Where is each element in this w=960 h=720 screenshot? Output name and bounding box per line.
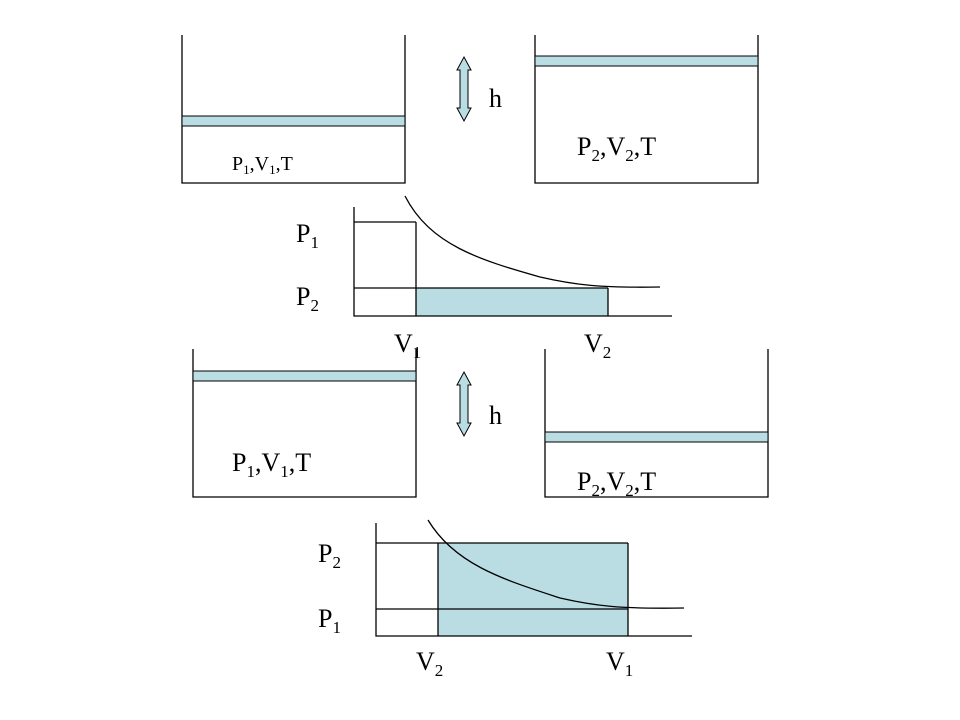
piston xyxy=(181,115,406,127)
v-left-label: V1 xyxy=(394,329,421,362)
bottom-pv-graph: P2 P1 V2 V1 xyxy=(318,519,692,680)
bottom-height-arrow: h xyxy=(456,370,502,438)
p-upper-label: P2 xyxy=(318,539,341,572)
v-right-label: V2 xyxy=(584,329,611,362)
axes xyxy=(375,523,692,637)
state-label-p2v2t: P2,V2,T xyxy=(577,132,656,165)
bottom-left-cylinder: P1,V1,T xyxy=(192,349,417,498)
piston xyxy=(544,431,769,443)
top-right-cylinder: P2,V2,T xyxy=(534,35,759,184)
double-arrow-icon xyxy=(456,370,472,438)
height-label: h xyxy=(489,84,502,113)
isotherm-curve xyxy=(427,519,685,609)
cylinder-walls xyxy=(192,349,417,498)
p-upper-label: P1 xyxy=(296,219,319,252)
piston xyxy=(534,55,759,67)
cylinder-walls xyxy=(544,349,769,498)
piston xyxy=(192,370,417,382)
state-label-p1v1t: P1,V1,T xyxy=(232,448,311,481)
p-lower-label: P2 xyxy=(296,282,319,315)
state-label-p2v2t: P2,V2,T xyxy=(577,467,656,500)
top-height-arrow: h xyxy=(456,55,502,123)
v-left-label: V2 xyxy=(416,647,443,680)
axes xyxy=(353,207,672,317)
cylinder-walls xyxy=(534,35,759,184)
height-label: h xyxy=(489,401,502,430)
cylinder-walls xyxy=(181,35,406,184)
bottom-right-cylinder: P2,V2,T xyxy=(544,349,769,500)
work-area xyxy=(416,288,608,316)
p-lower-label: P1 xyxy=(318,604,341,637)
v-right-label: V1 xyxy=(606,647,633,680)
isotherm-curve xyxy=(404,195,661,288)
double-arrow-icon xyxy=(456,55,472,123)
top-pv-graph: P1 P2 V1 V2 xyxy=(296,195,672,362)
state-label-p1v1t: P1,V1,T xyxy=(232,153,293,177)
top-left-cylinder: P1,V1,T xyxy=(181,35,406,184)
